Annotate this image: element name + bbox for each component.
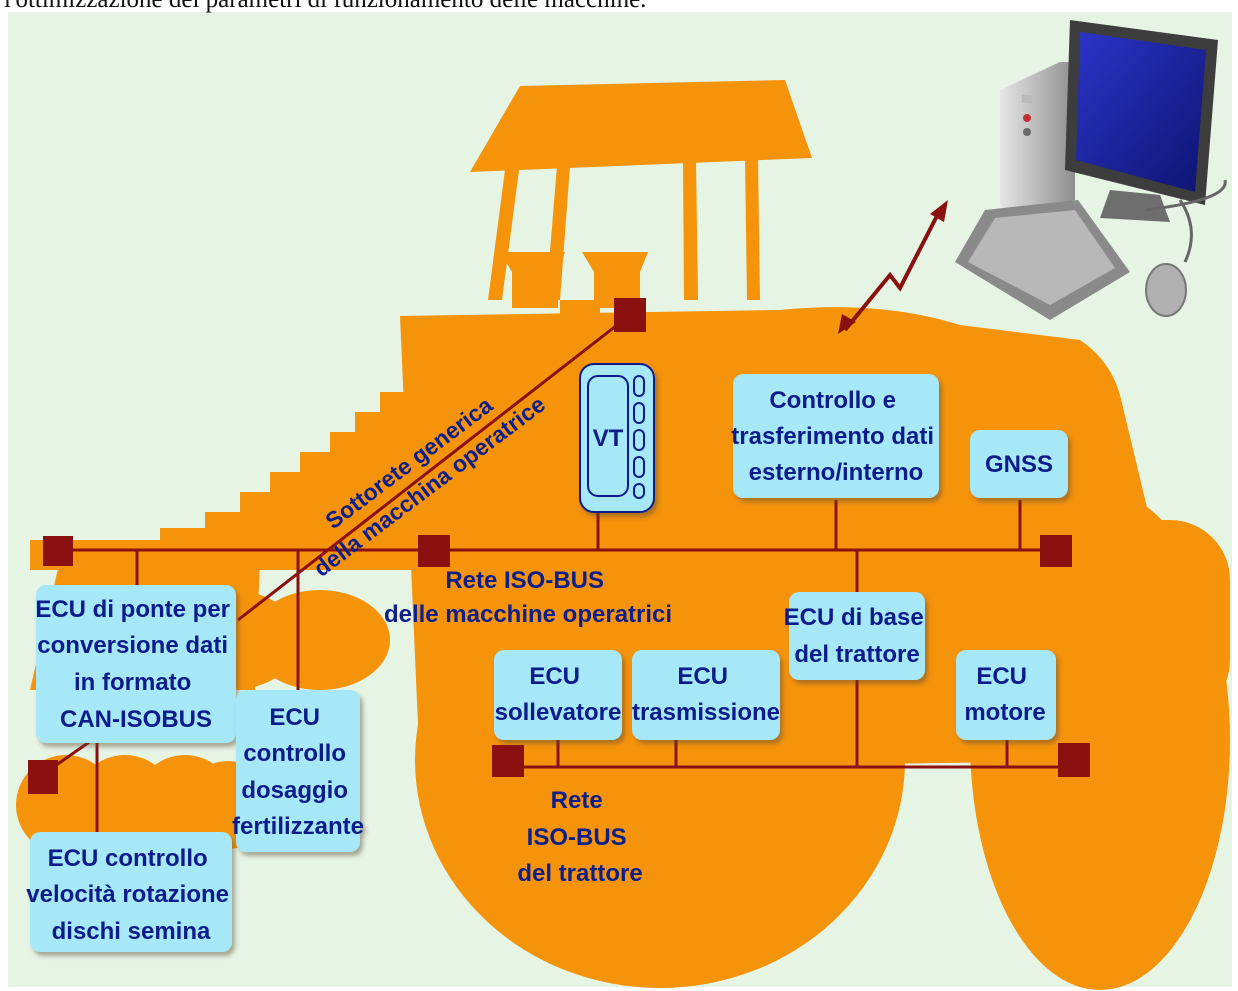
- vt-label: VT: [593, 425, 624, 452]
- svg-text:ECU di ponte per convers: ECU di ponte per conversione dati in for…: [35, 596, 236, 733]
- page-caption: l'ottimizzazione dei parametri di funzio…: [4, 0, 646, 14]
- svg-text:ECU controllo dosa: ECU controllo dosaggio fertilizzante: [232, 704, 364, 840]
- implement-bus-label: Rete ISO-BUS delle macchine operatrici: [384, 567, 672, 628]
- virtual-terminal-icon: VT: [579, 363, 655, 513]
- bus-terminators: [28, 298, 1090, 794]
- box-control: Controllo e trasferimento dati esterno/i…: [731, 374, 940, 498]
- desktop-computer-icon: [955, 20, 1227, 320]
- box-ecu-motor: ECU motore: [956, 650, 1056, 740]
- svg-text:ECU controllo velocità r: ECU controllo velocità rotazione dischi …: [26, 845, 235, 945]
- box-ecu-bridge: ECU di ponte per conversione dati in for…: [35, 585, 236, 743]
- svg-text:ECU trasmissione: ECU trasmissione: [632, 663, 780, 726]
- box-ecu-base: ECU di base del trattore: [784, 592, 931, 680]
- wireless-link-icon: [838, 200, 948, 334]
- svg-text:Controllo e trasferiment: Controllo e trasferimento dati esterno/i…: [731, 387, 940, 486]
- tractor-bus-label: Rete ISO-BUS del trattore: [517, 787, 642, 887]
- box-gnss: GNSS: [970, 430, 1068, 498]
- box-ecu-fertilizer: ECU controllo dosaggio fertilizzante: [232, 690, 364, 852]
- svg-text:ECU sollevatore: ECU sollevatore: [495, 663, 622, 726]
- svg-text:ECU motore: ECU motore: [964, 663, 1045, 726]
- box-ecu-seed-discs: ECU controllo velocità rotazione dischi …: [26, 832, 235, 952]
- svg-text:GNSS: GNSS: [985, 451, 1053, 478]
- box-ecu-lift: ECU sollevatore: [494, 650, 622, 740]
- svg-text:ECU di base del trattore: ECU di base del trattore: [784, 604, 931, 668]
- box-ecu-transmission: ECU trasmissione: [632, 650, 780, 740]
